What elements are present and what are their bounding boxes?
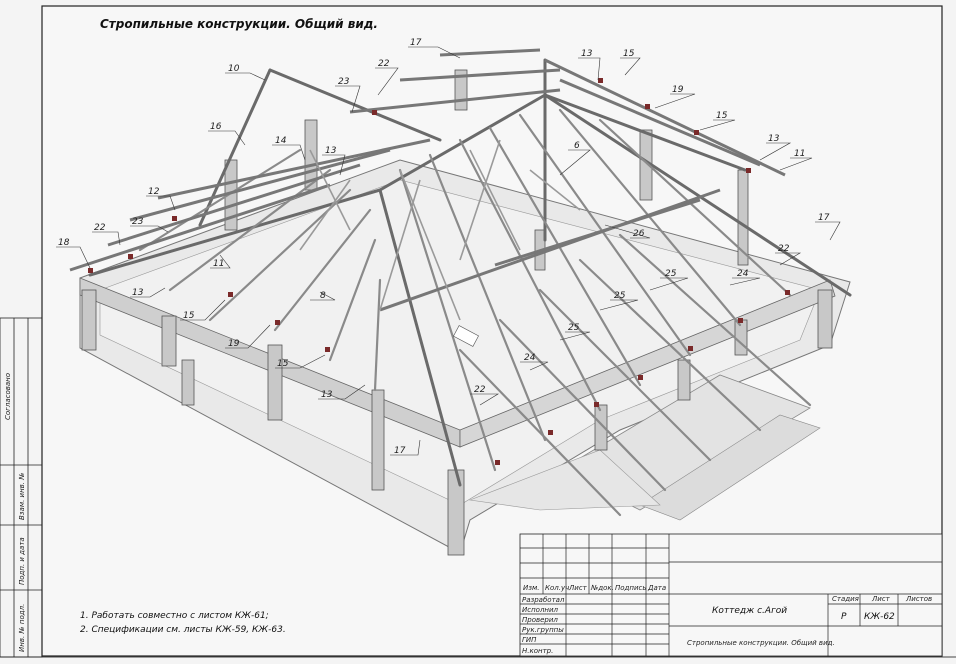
common-rafters-left (138, 148, 382, 392)
callout-label: 22 (778, 244, 790, 254)
sheet-title: Стропильные конструкции. Общий вид. (687, 639, 835, 647)
note-2: 2. Спецификации см. листы КЖ-59, КЖ-63. (80, 625, 286, 635)
callout-label: 25 (665, 269, 677, 279)
col-list: Лист (568, 584, 588, 592)
stage-value: Р (841, 612, 847, 622)
callout-label: 15 (277, 359, 289, 369)
sheet-label: Лист (871, 595, 891, 603)
role-4: Рук.группы (522, 626, 564, 634)
col-data: Дата (647, 584, 666, 592)
callout-label: 23 (338, 77, 350, 87)
sheet-value: КЖ-62 (864, 612, 895, 622)
step-slab (639, 414, 821, 521)
title-block (519, 533, 943, 657)
stamp-agreed: Согласовано (4, 373, 12, 420)
col-izm: Изм. (523, 584, 539, 592)
project-name: Коттедж с.Агой (712, 606, 787, 616)
callout-label: 15 (623, 49, 635, 59)
sheets-label: Листов (905, 595, 932, 603)
callout-label: 6 (574, 141, 580, 151)
callouts: 17 13 15 10 22 23 19 16 15 14 13 13 11 6… (58, 38, 830, 456)
callout-label: 25 (614, 291, 626, 301)
stamp-row-2: Подп. и дата (18, 537, 26, 585)
callout-label: 11 (213, 259, 224, 269)
callout-label: 19 (228, 339, 240, 349)
callout-label: 24 (524, 353, 536, 363)
roof-structure-illustration (69, 48, 852, 556)
hatch-opening (453, 325, 479, 347)
callout-label: 10 (228, 64, 240, 74)
callout-label: 11 (794, 149, 805, 159)
callout-label: 22 (378, 59, 390, 69)
common-rafters-right (398, 108, 812, 517)
callout-label: 8 (320, 291, 326, 301)
callout-label: 13 (321, 390, 333, 400)
callout-label: 18 (58, 238, 70, 248)
callout-label: 13 (768, 134, 780, 144)
drawing-title: Стропильные конструкции. Общий вид. (100, 17, 378, 31)
callout-label: 24 (737, 269, 749, 279)
callout-label: 17 (410, 38, 422, 48)
role-5: ГИП (522, 636, 537, 644)
role-6: Н.контр. (522, 647, 553, 655)
purlins (69, 48, 786, 312)
slab-top (99, 179, 821, 506)
porch-slab (468, 449, 661, 511)
callout-label: 13 (325, 146, 337, 156)
callout-label: 19 (672, 85, 684, 95)
callout-label: 25 (568, 323, 580, 333)
leader-lines (56, 46, 841, 456)
callout-label: 15 (716, 111, 728, 121)
callout-label: 23 (132, 217, 144, 227)
note-1: 1. Работать совместно с листом КЖ-61; (80, 611, 269, 621)
hip-rafters (88, 58, 852, 487)
stamp-row-3: Инв. № подл. (18, 604, 26, 652)
callout-label: 12 (148, 187, 160, 197)
callout-label: 16 (210, 122, 222, 132)
side-stamp (0, 317, 43, 658)
callout-label: 13 (132, 288, 144, 298)
role-1: Разработал (522, 596, 565, 604)
callout-label: 13 (581, 49, 593, 59)
stamp-row-1: Взам. инв. № (18, 472, 26, 520)
callout-label: 14 (275, 136, 287, 146)
callout-label: 26 (633, 229, 645, 239)
role-3: Проверил (522, 616, 558, 624)
col-kol: Кол.уч (545, 584, 569, 592)
title-block-grid (520, 534, 942, 656)
callout-label: 22 (94, 223, 106, 233)
col-podpis: Подпись (615, 584, 647, 592)
role-2: Исполнил (522, 606, 559, 614)
col-ndok: №док. (590, 584, 614, 592)
connection-plates (88, 78, 790, 465)
callout-label: 17 (818, 213, 830, 223)
braces (299, 139, 581, 321)
columns (81, 69, 833, 556)
callout-label: 17 (394, 446, 406, 456)
callout-label: 22 (474, 385, 486, 395)
callout-label: 15 (183, 311, 195, 321)
stage-label: Стадия (832, 595, 859, 603)
